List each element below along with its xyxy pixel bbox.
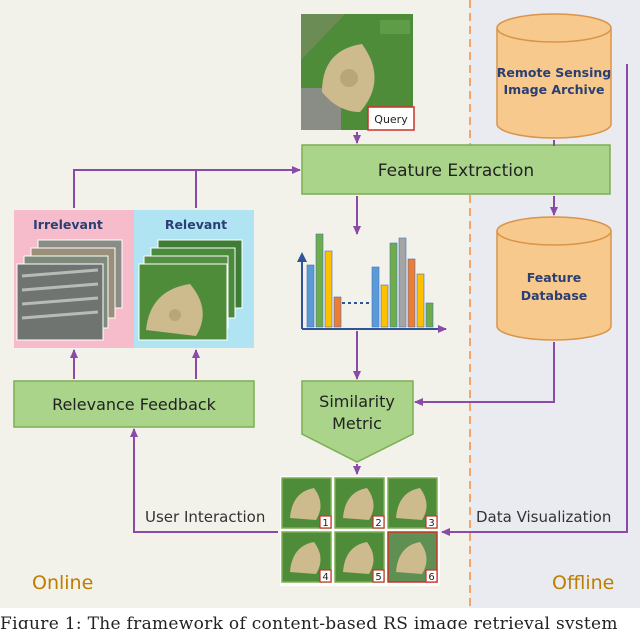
histogram-bar [380,284,389,328]
histogram-bar [416,273,425,328]
result-rank: 2 [375,518,381,529]
result-thumbnail[interactable]: 5 [334,531,385,583]
histogram-bar [407,258,416,328]
histogram-bar [389,242,398,328]
result-rank: 3 [428,518,434,529]
arrow-database-to-similarity [414,342,555,406]
relevant-label: Relevant [165,217,227,232]
online-label: Online [32,572,93,594]
database-label-line1: Feature [527,270,581,285]
histogram-bar [333,296,342,328]
relevant-image-stack [138,239,243,341]
relevance-feedback-box [13,380,255,428]
feature-histogram [297,233,447,333]
result-thumbnail[interactable]: 2 [334,477,385,529]
query-image [301,14,413,130]
histogram-bar [315,233,324,328]
arrow-panels-to-extraction [73,166,301,208]
feature-extraction-label: Feature Extraction [378,161,534,181]
figure-caption: Figure 1: The framework of content-based… [0,614,618,629]
arrow-data-visualization [441,64,628,536]
image-archive-cylinder [496,13,612,139]
offline-label: Offline [552,572,614,594]
result-rank: 1 [322,518,328,529]
result-thumbnail[interactable]: 6 [387,531,438,583]
user-interaction-label: User Interaction [145,508,265,526]
histogram-bar [371,266,380,328]
result-rank: 6 [428,572,434,583]
result-thumbnail[interactable]: 1 [281,477,332,529]
similarity-metric-shape [301,380,414,463]
arrow-user-interaction [130,428,278,533]
histogram-bar [425,302,434,328]
result-thumbnail[interactable]: 3 [387,477,438,529]
relevance-feedback-label: Relevance Feedback [52,395,217,414]
similarity-label-line2: Metric [332,414,382,433]
histogram-bar [398,237,407,328]
archive-label-line1: Remote Sensing [497,65,611,80]
archive-label-line2: Image Archive [504,82,605,97]
query-badge [367,106,415,131]
result-rank: 4 [322,572,328,583]
query-label: Query [374,113,408,126]
result-thumbnail[interactable]: 4 [281,531,332,583]
histogram-bar [324,250,333,328]
irrelevant-label: Irrelevant [33,217,103,232]
feature-extraction-box [301,144,611,195]
similarity-label-line1: Similarity [319,392,395,411]
database-label-line2: Database [521,288,588,303]
irrelevant-image-stack [16,239,123,341]
feature-database-cylinder [496,216,612,341]
data-visualization-label: Data Visualization [476,508,611,526]
histogram-bar [306,264,315,328]
result-rank: 5 [375,572,381,583]
